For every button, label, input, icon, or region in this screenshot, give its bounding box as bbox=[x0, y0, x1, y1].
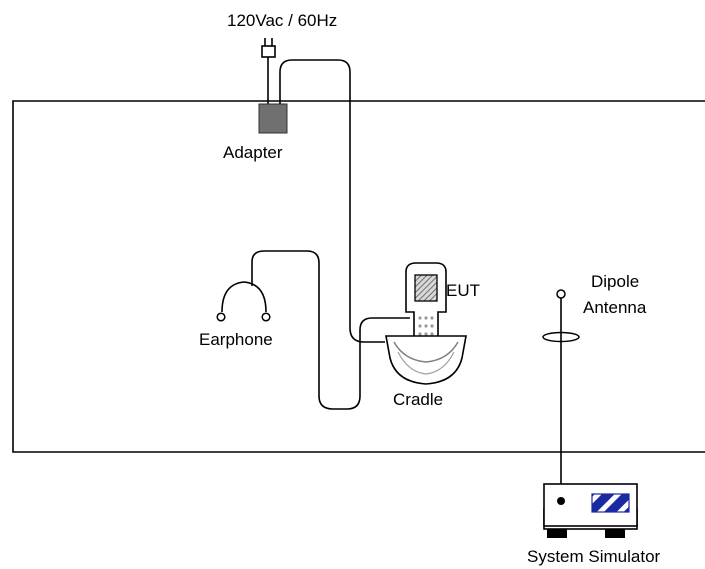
cradle-label: Cradle bbox=[393, 390, 443, 409]
adapter-icon bbox=[258, 103, 288, 134]
dipole-label-line1: Dipole bbox=[591, 272, 639, 291]
earphone-icon bbox=[216, 281, 271, 322]
simulator-display-icon bbox=[591, 493, 630, 513]
power-label: 120Vac / 60Hz bbox=[227, 11, 337, 30]
cradle-icon bbox=[385, 335, 467, 385]
test-table bbox=[12, 100, 705, 453]
earphone-label: Earphone bbox=[199, 330, 273, 349]
simulator-label: System Simulator bbox=[527, 547, 661, 566]
adapter-label: Adapter bbox=[223, 143, 283, 162]
dipole-label-line2: Antenna bbox=[583, 298, 647, 317]
eut-display-icon bbox=[414, 274, 438, 302]
earphone-cable bbox=[251, 250, 410, 410]
eut-label: EUT bbox=[446, 281, 480, 300]
adapter-cable bbox=[279, 59, 385, 343]
power-plug-icon bbox=[261, 38, 276, 105]
system-simulator-icon bbox=[543, 483, 638, 538]
